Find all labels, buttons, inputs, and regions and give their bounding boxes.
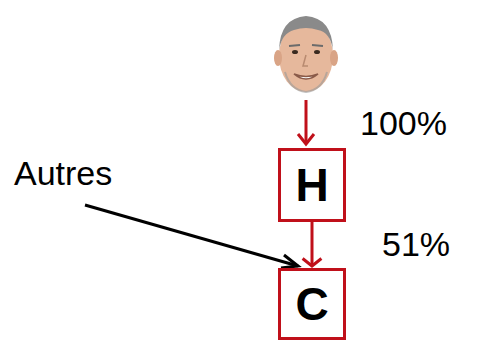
face-smile	[294, 74, 318, 79]
arrow-head	[303, 259, 322, 266]
face-stubble	[285, 72, 327, 92]
others-label: Autres	[14, 156, 112, 190]
face-ear	[330, 50, 338, 66]
arrow-head	[298, 134, 314, 144]
entity-letter: C	[295, 281, 328, 327]
percentage-label: 100%	[360, 106, 447, 140]
arrow-shaft	[305, 100, 308, 144]
arrow-shaft	[311, 222, 314, 266]
face-ear	[274, 50, 282, 66]
arrow-shaft	[85, 205, 298, 266]
entity-letter: H	[295, 162, 328, 208]
ownership-connector	[303, 222, 322, 266]
face-eye	[314, 50, 320, 54]
face-brows	[289, 45, 323, 46]
percentage-label: 51%	[382, 227, 450, 261]
others-arrow	[85, 205, 298, 268]
face-hair	[279, 16, 333, 50]
entity-box: C	[278, 268, 346, 340]
ownership-arrow	[298, 100, 314, 144]
arrow-head	[281, 255, 298, 268]
entity-box: H	[278, 148, 346, 222]
face-portrait	[274, 16, 338, 92]
face-nose	[303, 55, 308, 66]
face-eye	[292, 50, 298, 54]
